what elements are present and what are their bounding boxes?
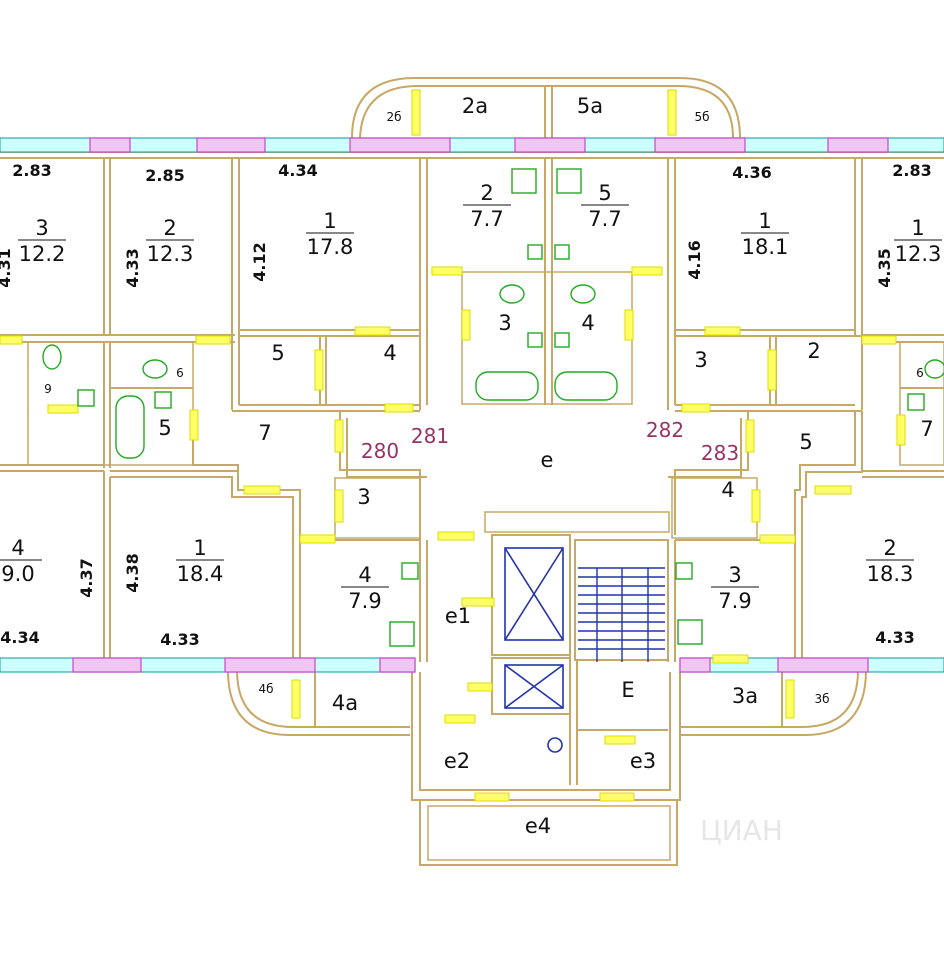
- room-area-f-5-7.7: 7.7: [588, 207, 621, 231]
- room-label-r-7-r: 7: [920, 417, 933, 441]
- room-area-f-2-7.7: 7.7: [470, 207, 503, 231]
- dimension-d-4.16: 4.16: [685, 240, 704, 279]
- small-label-s-26: 2б: [386, 110, 401, 124]
- room-label-r-5-rr: 5: [799, 430, 812, 454]
- apartment-number-n-281: 281: [411, 424, 449, 448]
- room-number-f-4-7.9: 4: [358, 563, 371, 587]
- apartment-number-n-283: 283: [701, 441, 739, 465]
- dimension-d-4.34-b: 4.34: [0, 628, 39, 647]
- small-label-s-46: 4б: [258, 682, 273, 696]
- dimension-d-4.33-v: 4.33: [123, 248, 142, 287]
- room-label-r-e: е: [541, 448, 554, 472]
- doors: [0, 89, 906, 802]
- dimension-d-4.33-br: 4.33: [875, 628, 914, 647]
- room-number-f-5-7.7: 5: [598, 181, 611, 205]
- dimension-d-2.83-r: 2.83: [892, 161, 931, 180]
- room-labels: 2а 5а 4а 3а е е1 е2 е3 е4 Е 5 4 3 4 3 2 5 7 5 7 3 4: [158, 94, 933, 838]
- small-label-s-6-r: 6: [916, 366, 924, 380]
- room-area-f-2-18.3: 18.3: [867, 562, 914, 586]
- dimension-d-4.36-t: 4.36: [732, 163, 771, 182]
- room-label-r-e4: е4: [525, 814, 551, 838]
- room-area-f-1-18.4: 18.4: [177, 562, 224, 586]
- dimension-d-4.38: 4.38: [123, 553, 142, 592]
- room-label-r-3-c: 3: [498, 311, 511, 335]
- room-label-r-e3: е3: [630, 749, 656, 773]
- dimension-d-4.35: 4.35: [875, 248, 894, 287]
- room-number-f-2-7.7: 2: [480, 181, 493, 205]
- room-label-r-3a: 3а: [732, 684, 758, 708]
- room-area-f-3-12.2: 12.2: [19, 242, 66, 266]
- room-number-f-4-9.0: 4: [11, 536, 24, 560]
- room-label-r-7-l: 7: [258, 421, 271, 445]
- room-label-r-2-r: 2: [807, 339, 820, 363]
- dimension-d-4.12: 4.12: [250, 242, 269, 281]
- room-number-f-1-17.8: 1: [323, 209, 336, 233]
- small-label-s-56: 5б: [694, 110, 709, 124]
- staircase: [578, 567, 665, 662]
- dimension-d-2.85: 2.85: [145, 166, 184, 185]
- room-label-r-4a: 4а: [332, 691, 358, 715]
- apartment-number-labels: 280 281 282 283: [361, 418, 739, 465]
- room-number-f-3-12.2: 3: [35, 216, 48, 240]
- room-number-f-1-12.3: 1: [911, 216, 924, 240]
- room-label-r-2a: 2а: [462, 94, 488, 118]
- room-label-r-3-r: 3: [694, 348, 707, 372]
- apartment-number-n-282: 282: [646, 418, 684, 442]
- dimension-d-4.37: 4.37: [77, 558, 96, 597]
- room-area-f-4-7.9: 7.9: [348, 589, 381, 613]
- small-room-labels: 2б 5б 9 6 6 4б 3б: [44, 110, 924, 706]
- room-label-r-4-l: 4: [383, 341, 396, 365]
- room-number-f-1-18.4: 1: [193, 536, 206, 560]
- room-number-f-2-12.3: 2: [163, 216, 176, 240]
- room-label-r-5a: 5а: [577, 94, 603, 118]
- room-label-r-3-cl: 3: [357, 485, 370, 509]
- windows: [0, 137, 944, 673]
- dimension-labels: 2.83 2.85 4.34 4.36 2.83 4.31 4.33 4.12 4.16 4.35…: [0, 161, 932, 649]
- bathroom-fixtures: [42, 168, 944, 647]
- dimension-d-2.83-l: 2.83: [12, 161, 51, 180]
- room-label-r-e1: е1: [445, 604, 471, 628]
- dimension-d-4.31: 4.31: [0, 248, 14, 287]
- small-label-s-9: 9: [44, 382, 52, 396]
- dimension-d-4.34-t: 4.34: [278, 161, 317, 180]
- small-label-s-36: 3б: [814, 692, 829, 706]
- room-label-r-e2: е2: [444, 749, 470, 773]
- room-area-f-2-12.3: 12.3: [147, 242, 194, 266]
- room-label-r-4-c: 4: [581, 311, 594, 335]
- room-label-r-5-l: 5: [271, 341, 284, 365]
- small-label-s-6-l: 6: [176, 366, 184, 380]
- room-label-r-4-cr: 4: [721, 478, 734, 502]
- room-area-f-1-17.8: 17.8: [307, 235, 354, 259]
- room-area-f-1-12.3: 12.3: [895, 242, 942, 266]
- elevator-shafts: [504, 547, 564, 753]
- room-area-f-3-7.9: 7.9: [718, 589, 751, 613]
- watermark: ЦИАН: [700, 814, 783, 847]
- room-number-f-2-18.3: 2: [883, 536, 896, 560]
- room-number-f-3-7.9: 3: [728, 563, 741, 587]
- walls: [0, 77, 944, 866]
- room-area-f-1-18.1: 18.1: [742, 235, 789, 259]
- dimension-d-4.33-bl: 4.33: [160, 630, 199, 649]
- room-number-f-1-18.1: 1: [758, 209, 771, 233]
- room-label-r-E: Е: [621, 678, 634, 702]
- room-area-f-4-9.0: 9.0: [1, 562, 34, 586]
- apartment-number-n-280: 280: [361, 439, 399, 463]
- room-label-r-5-ll: 5: [158, 416, 171, 440]
